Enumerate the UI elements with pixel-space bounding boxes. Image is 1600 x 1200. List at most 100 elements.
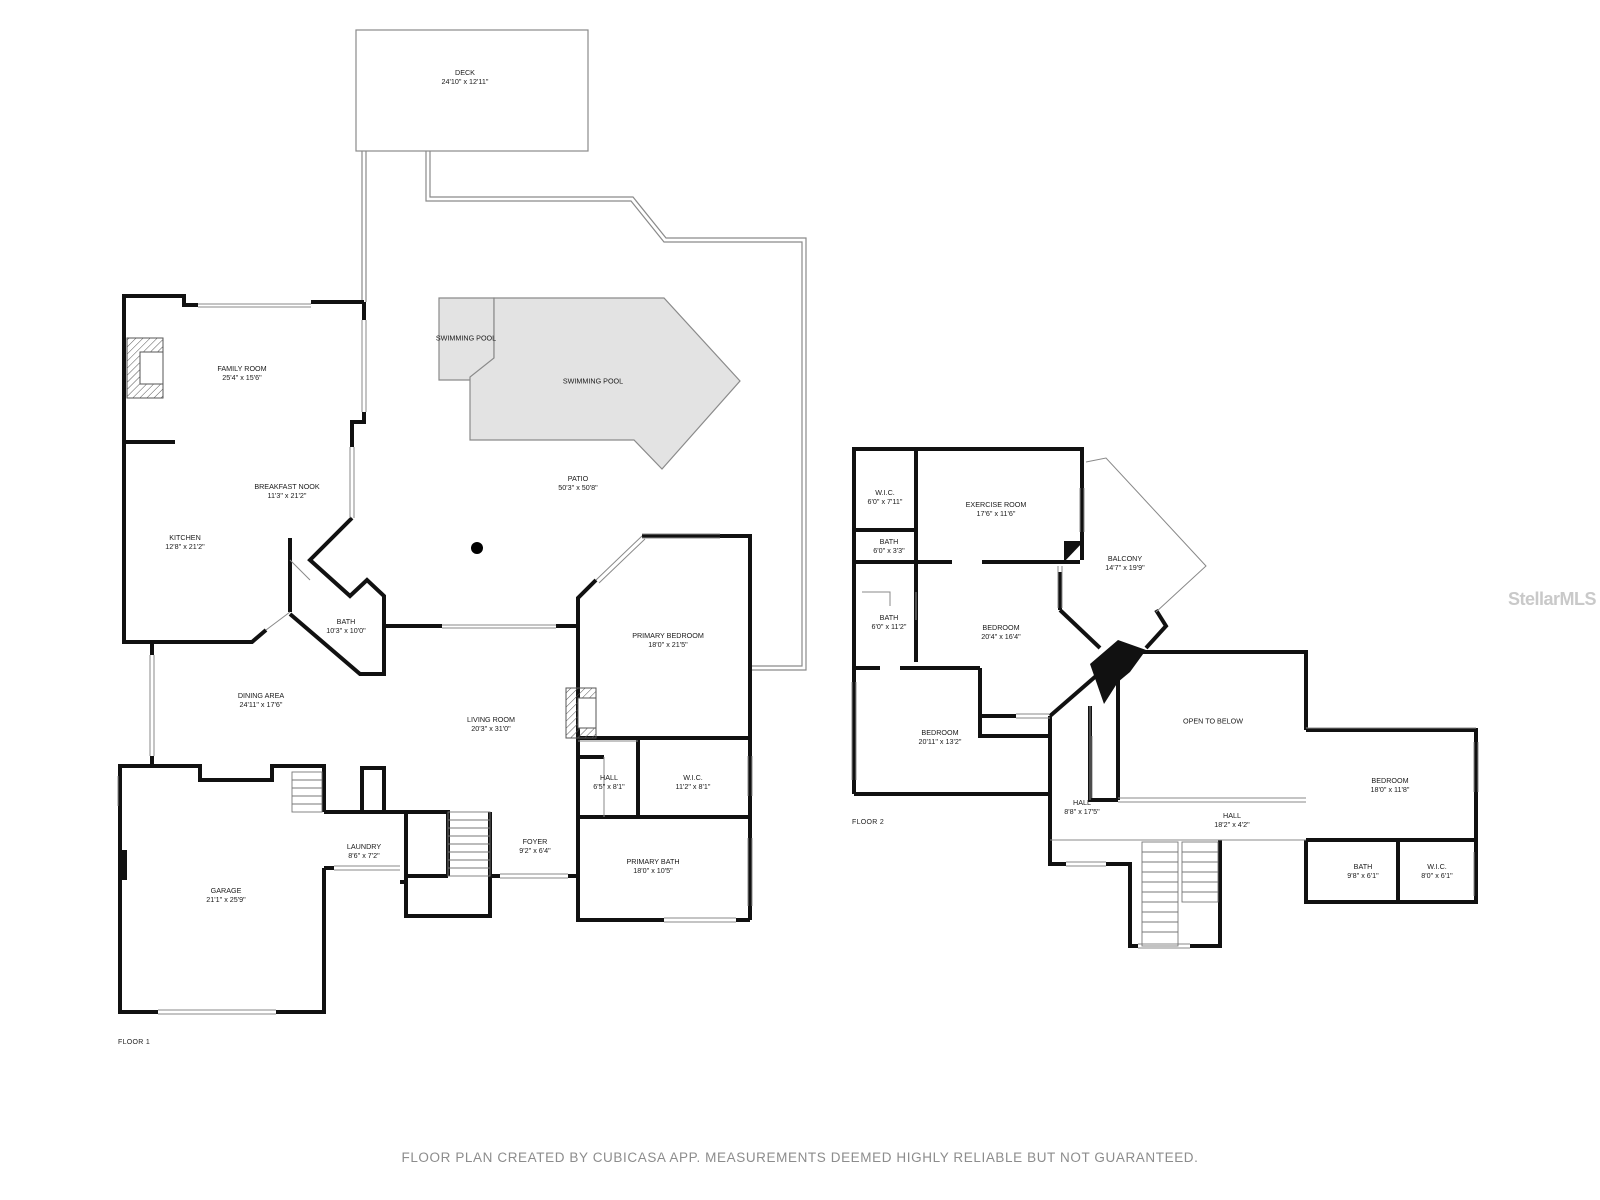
stair-corner-block <box>1090 640 1146 704</box>
room-dimensions: 6'0" x 3'3" <box>873 546 905 555</box>
room-name: BREAKFAST NOOK <box>254 482 320 491</box>
room-name: DINING AREA <box>237 691 285 700</box>
room-label-garage: GARAGE 21'1" x 25'9" <box>206 886 245 904</box>
patio-post <box>471 542 483 554</box>
room-name: HALL <box>1223 811 1241 820</box>
floor2-stairs <box>1141 841 1219 947</box>
swimming-pool-shape <box>438 297 741 470</box>
room-dimensions: 25'4" x 15'6" <box>222 373 262 382</box>
room-dimensions: 9'8" x 6'1" <box>1347 871 1379 880</box>
room-dimensions: 18'2" x 4'2" <box>1214 820 1250 829</box>
room-dimensions: 10'3" x 10'0" <box>326 626 366 635</box>
room-dimensions: 6'5" x 8'1" <box>593 782 625 791</box>
room-dimensions: 18'0" x 21'5" <box>648 640 688 649</box>
room-label-bath-1: BATH 10'3" x 10'0" <box>326 617 365 635</box>
footer-disclaimer: FLOOR PLAN CREATED BY CUBICASA APP. MEAS… <box>401 1150 1199 1165</box>
room-label-bedroom-1: BEDROOM 20'4" x 16'4" <box>981 623 1020 641</box>
living-fireplace-inner <box>577 697 597 729</box>
room-name: BATH <box>336 617 356 626</box>
room-label-living-room: LIVING ROOM 20'3" x 31'0" <box>467 715 515 733</box>
room-label-hall-1: HALL 6'5" x 8'1" <box>593 773 624 791</box>
room-name: FOYER <box>522 837 548 846</box>
room-name: SWIMMING POOL <box>435 333 497 343</box>
room-name: BALCONY <box>1107 554 1143 563</box>
room-dimensions: 20'11" x 13'2" <box>918 737 962 746</box>
room-dimensions: 24'10" x 12'11" <box>441 77 489 86</box>
room-label-deck: DECK 24'10" x 12'11" <box>442 68 489 86</box>
room-name: PRIMARY BEDROOM <box>632 631 704 640</box>
room-name: PRIMARY BATH <box>626 857 680 866</box>
room-dimensions: 14'7" x 19'9" <box>1105 563 1145 572</box>
balcony-corner-block <box>1064 541 1084 562</box>
room-name: HALL <box>1073 798 1091 807</box>
room-dimensions: 20'4" x 16'4" <box>981 632 1021 641</box>
room-name: OPEN TO BELOW <box>1182 716 1244 726</box>
room-name: BEDROOM <box>982 623 1020 632</box>
room-name: HALL <box>600 773 618 782</box>
room-dimensions: 6'0" x 11'2" <box>871 622 907 631</box>
room-label-balcony: BALCONY 14'7" x 19'9" <box>1105 554 1144 572</box>
deck-outline <box>355 29 589 152</box>
room-label-open-to-below: OPEN TO BELOW <box>1183 717 1243 726</box>
floor-1-label: FLOOR 1 <box>118 1039 151 1046</box>
floor1-openings <box>117 303 753 1015</box>
room-label-wic-1: W.I.C. 11'2" x 8'1" <box>676 773 711 791</box>
room-label-primary-bath: PRIMARY BATH 18'0" x 10'5" <box>626 857 679 875</box>
room-label-swimming-pool-small: SWIMMING POOL <box>436 334 496 343</box>
room-label-patio: PATIO 50'3" x 50'8" <box>558 474 597 492</box>
room-dimensions: 24'11" x 17'6" <box>239 700 283 709</box>
room-dimensions: 18'0" x 10'5" <box>633 866 673 875</box>
room-dimensions: 8'8" x 17'5" <box>1064 807 1100 816</box>
room-name: W.I.C. <box>875 488 895 497</box>
room-dimensions: 21'1" x 25'9" <box>206 895 246 904</box>
floor-2-label: FLOOR 2 <box>852 819 885 826</box>
garage-door-mark <box>122 850 127 880</box>
room-dimensions: 11'2" x 8'1" <box>675 782 711 791</box>
room-dimensions: 17'6" x 11'6" <box>976 509 1016 518</box>
room-label-bath-2a: BATH 6'0" x 3'3" <box>873 537 904 555</box>
room-name: FAMILY ROOM <box>217 364 267 373</box>
room-label-bath-2b: BATH 6'0" x 11'2" <box>872 613 907 631</box>
room-label-primary-bedroom: PRIMARY BEDROOM 18'0" x 21'5" <box>632 631 704 649</box>
room-name: GARAGE <box>210 886 242 895</box>
family-fireplace-inner <box>139 351 164 385</box>
room-label-hall-2b: HALL 18'2" x 4'2" <box>1214 811 1249 829</box>
room-label-bedroom-2: BEDROOM 20'11" x 13'2" <box>919 728 962 746</box>
room-label-foyer: FOYER 9'2" x 6'4" <box>519 837 550 855</box>
room-name: KITCHEN <box>169 533 201 542</box>
room-name: W.I.C. <box>683 773 703 782</box>
room-name: LAUNDRY <box>346 842 382 851</box>
room-dimensions: 6'0" x 7'11" <box>867 497 903 506</box>
room-dimensions: 50'3" x 50'8" <box>558 483 598 492</box>
room-name: BATH <box>1353 862 1373 871</box>
room-name: LIVING ROOM <box>467 715 515 724</box>
room-label-bath-2c: BATH 9'8" x 6'1" <box>1347 862 1378 880</box>
room-name: BATH <box>879 613 899 622</box>
room-dimensions: 8'0" x 6'1" <box>1421 871 1453 880</box>
room-label-breakfast-nook: BREAKFAST NOOK 11'3" x 21'2" <box>254 482 319 500</box>
room-name: PATIO <box>567 474 589 483</box>
room-name: BATH <box>879 537 899 546</box>
room-dimensions: 20'3" x 31'0" <box>471 724 511 733</box>
room-name: EXERCISE ROOM <box>965 500 1027 509</box>
room-label-kitchen: KITCHEN 12'8" x 21'2" <box>165 533 204 551</box>
room-dimensions: 18'0" x 11'8" <box>1370 785 1410 794</box>
floor2-openings <box>851 457 1479 949</box>
room-label-wic-2: W.I.C. 6'0" x 7'11" <box>868 488 903 506</box>
floor1-stairs <box>291 771 491 877</box>
room-dimensions: 12'8" x 21'2" <box>165 542 205 551</box>
floor2-walls <box>852 447 1478 948</box>
room-label-hall-2a: HALL 8'8" x 17'5" <box>1064 798 1099 816</box>
room-dimensions: 8'6" x 7'2" <box>348 851 380 860</box>
room-name: SWIMMING POOL <box>562 376 624 386</box>
room-dimensions: 9'2" x 6'4" <box>519 846 551 855</box>
room-label-laundry: LAUNDRY 8'6" x 7'2" <box>347 842 381 860</box>
room-dimensions: 11'3" x 21'2" <box>267 491 307 500</box>
room-label-bedroom-3: BEDROOM 18'0" x 11'8" <box>1371 776 1410 794</box>
room-name: BEDROOM <box>921 728 959 737</box>
watermark: StellarMLS <box>1508 589 1597 609</box>
room-label-dining-area: DINING AREA 24'11" x 17'6" <box>238 691 284 709</box>
room-label-swimming-pool: SWIMMING POOL <box>563 377 623 386</box>
room-label-wic-3: W.I.C. 8'0" x 6'1" <box>1421 862 1452 880</box>
